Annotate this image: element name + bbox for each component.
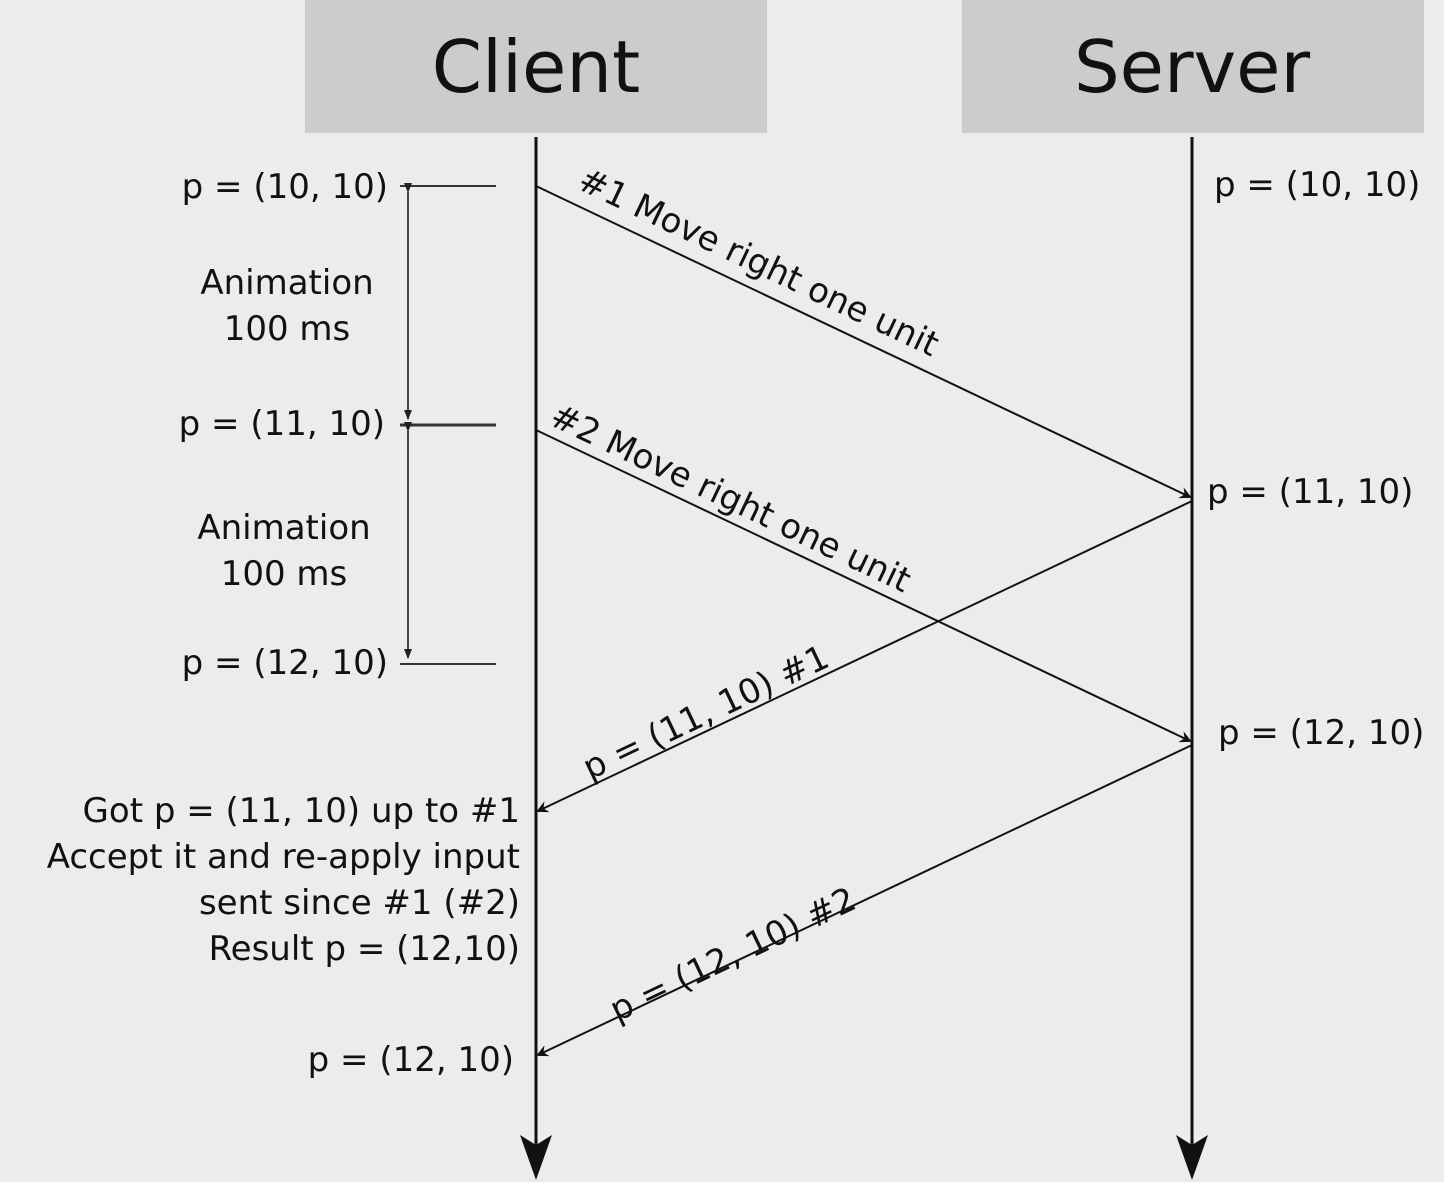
server-state-label-2: p = (11, 10) <box>1207 472 1413 512</box>
message-label-move-1: #1 Move right one unit <box>572 160 945 365</box>
server-header-label: Server <box>1074 25 1311 109</box>
reply-arrow-state-1 <box>536 500 1193 813</box>
client-state-label-1: p = (10, 10) <box>182 167 388 207</box>
client-state-label-3: p = (12, 10) <box>182 643 388 683</box>
client-header-label: Client <box>432 25 640 109</box>
animation-label-1-line-1: Animation <box>200 263 373 303</box>
message-label-move-2: #2 Move right one unit <box>544 396 917 601</box>
reply-label-state-2: p = (12, 10) #2 <box>604 879 863 1030</box>
server-lifeline-arrowhead <box>1176 1135 1208 1180</box>
server-state-label-1: p = (10, 10) <box>1214 165 1420 205</box>
reconcile-note-line-2: Accept it and re-apply input <box>47 837 520 877</box>
reply-label-state-1: p = (11, 10) #1 <box>577 637 836 788</box>
client-state-label-2: p = (11, 10) <box>179 404 385 444</box>
server-header-box <box>962 0 1424 133</box>
reconcile-note-line-1: Got p = (11, 10) up to #1 <box>83 791 520 831</box>
client-final-state-label: p = (12, 10) <box>308 1040 514 1080</box>
reconcile-note-line-3: sent since #1 (#2) <box>199 883 520 923</box>
reconcile-note-line-4: Result p = (12,10) <box>209 929 520 969</box>
animation-label-1-line-2: 100 ms <box>224 309 351 349</box>
reply-arrow-state-2 <box>536 744 1193 1057</box>
message-arrow-move-2 <box>535 429 1192 743</box>
animation-label-2-line-2: 100 ms <box>221 554 348 594</box>
animation-label-2-line-1: Animation <box>197 508 370 548</box>
client-lifeline-arrowhead <box>520 1135 552 1180</box>
server-state-label-3: p = (12, 10) <box>1218 713 1424 753</box>
client-header-box <box>305 0 767 133</box>
message-arrow-move-1 <box>535 185 1192 499</box>
